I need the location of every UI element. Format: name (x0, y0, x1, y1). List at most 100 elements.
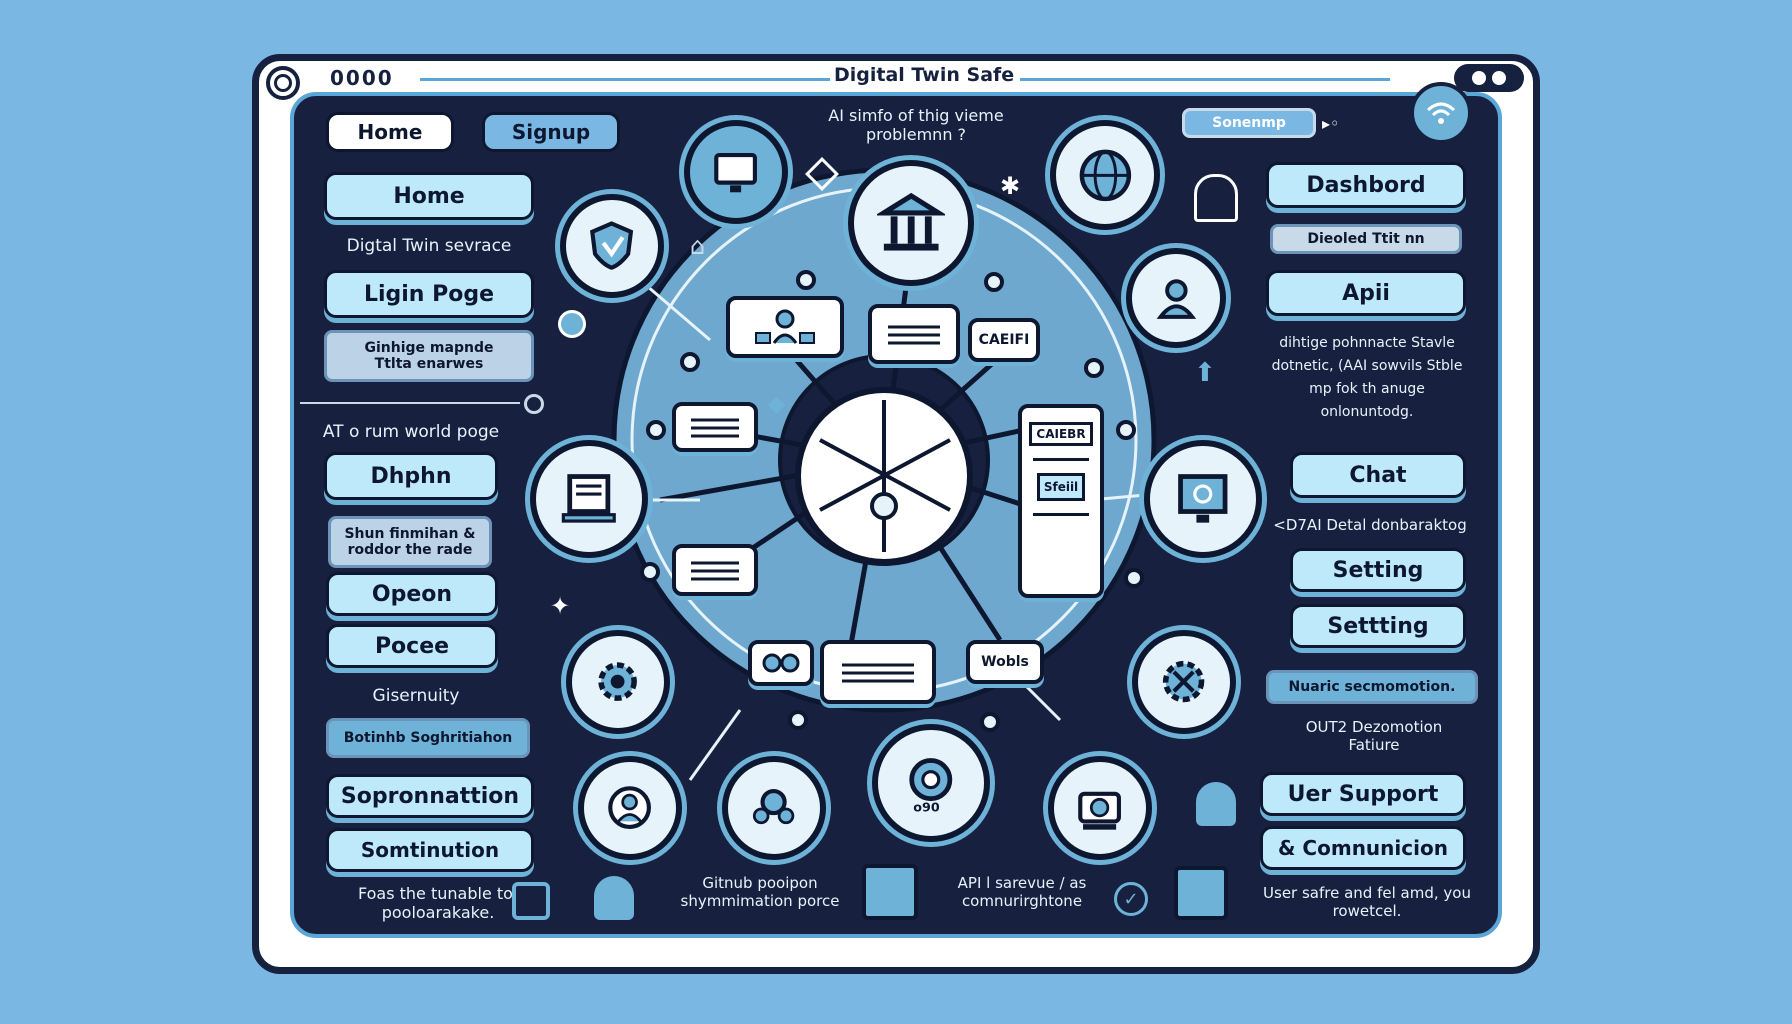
toggle-card[interactable] (748, 640, 814, 686)
right-nav-communication[interactable]: & Comnunicion (1260, 826, 1466, 870)
gear-node-left[interactable] (566, 630, 670, 734)
user-safe-caption: User safre and fel amd, you rowetcel. (1263, 884, 1471, 920)
globe-node[interactable] (1050, 120, 1160, 230)
monitor-node-top[interactable] (684, 120, 788, 224)
giseruity-caption: Gisernuity (372, 686, 460, 706)
image-icon[interactable] (862, 864, 918, 920)
right-nav-dashboard[interactable]: Dashbord (1266, 162, 1466, 208)
monitor-icon (714, 153, 758, 193)
d7ai-caption: <D7AI Detal donbaraktog (1273, 516, 1467, 534)
play-icon[interactable]: ▸◦ (1322, 114, 1340, 133)
person-node-bottom-left[interactable] (578, 756, 682, 860)
atlas-caption: AT o rum world poge (322, 422, 500, 442)
left-nav-login-page[interactable]: Ligin Poge (324, 270, 534, 318)
ring-node[interactable] (1116, 420, 1136, 440)
bell-icon: ⌂ (690, 232, 706, 260)
download-icon (558, 310, 586, 338)
left-nav-somtinution[interactable]: Somtinution (326, 828, 534, 872)
shield-node[interactable] (560, 194, 664, 298)
wifi-icon[interactable] (1410, 82, 1472, 144)
laptop-icon (561, 474, 617, 523)
titlebar-rule-right (1020, 78, 1390, 81)
ring-node[interactable] (788, 710, 808, 730)
ring-node[interactable] (1084, 358, 1104, 378)
compass-node-bottom[interactable]: o90 (872, 724, 990, 842)
right-nav-chat[interactable]: Chat (1290, 452, 1466, 498)
right-nav-settting[interactable]: Settting (1290, 604, 1466, 648)
left-nav-opeon[interactable]: Opeon (326, 572, 498, 616)
tools-icon (1163, 661, 1205, 703)
ring-node[interactable] (796, 270, 816, 290)
header-badge[interactable]: Sonenmp (1182, 108, 1316, 138)
left-nav-pocee[interactable]: Pocee (326, 624, 498, 668)
shield-icon (590, 221, 634, 271)
right-nav-setting[interactable]: Setting (1290, 548, 1466, 592)
dieded-caption: Dieoled Ttit nn (1270, 224, 1462, 254)
user-node-right[interactable] (1126, 248, 1226, 348)
ring-node[interactable] (680, 352, 700, 372)
window-title: Digital Twin Safe (834, 64, 1015, 86)
list-card-left-lower[interactable] (672, 544, 758, 596)
gear-icon (598, 662, 638, 702)
bank-icon (876, 192, 946, 251)
ring-node[interactable] (984, 272, 1004, 292)
ring-node[interactable] (1124, 568, 1144, 588)
spark-icon: ✱ (1000, 172, 1021, 200)
nuaric-box[interactable]: Nuaric secmomotion. (1266, 670, 1478, 704)
caeifi-card[interactable]: CAEIFI (968, 318, 1040, 362)
message-card[interactable] (868, 304, 960, 364)
titlebar-rule-left (420, 78, 830, 81)
ring-node[interactable] (640, 562, 660, 582)
window-dots: 0000 (330, 66, 394, 90)
foss-caption: Foas the tunable to, pooloarakake. (357, 884, 519, 922)
wobls-card[interactable]: Wobls (966, 640, 1044, 684)
monitor-node-right[interactable] (1144, 440, 1262, 558)
out2-caption: OUT2 Dezomotion Fatiure (1305, 718, 1443, 754)
tools-node-right[interactable] (1132, 630, 1236, 734)
check-icon[interactable]: ✓ (1114, 882, 1148, 916)
github-caption: Gitnub pooipon shymmimation porce (680, 874, 840, 910)
right-nav-user-support[interactable]: Uer Support (1260, 772, 1466, 816)
person-icon (608, 786, 652, 830)
camera-icon (1078, 792, 1122, 831)
radio-icon[interactable] (524, 394, 544, 414)
svg-text:o90: o90 (914, 800, 941, 815)
api-service-caption: API l sarevue / as comnurirghtone (957, 874, 1087, 910)
right-nav-api[interactable]: Apii (1266, 270, 1466, 316)
left-nav-dhphn[interactable]: Dhphn (324, 452, 498, 500)
profile-icon (1194, 174, 1238, 222)
star-icon: ✦ (550, 592, 571, 620)
printer-icon[interactable] (1174, 866, 1228, 920)
frame-icon[interactable] (512, 882, 550, 920)
caiebr-document[interactable]: CAIEBR Sfeiil (1018, 404, 1104, 598)
users-icon (755, 309, 815, 344)
person-silhouette-icon (594, 876, 634, 920)
tab-signup[interactable]: Signup (482, 112, 620, 152)
tab-home[interactable]: Home (326, 112, 454, 152)
shun-box[interactable]: Shun finmihan & roddor the rade (328, 516, 492, 568)
ring-node[interactable] (646, 420, 666, 440)
ring-node[interactable] (980, 712, 1000, 732)
user-card[interactable] (726, 296, 844, 358)
list-card-left[interactable] (672, 402, 758, 452)
window-menu-icon[interactable] (266, 66, 300, 100)
globe-icon (1079, 149, 1131, 201)
person-silhouette-icon-right (1196, 782, 1236, 826)
group-node-bottom[interactable] (722, 756, 826, 860)
digital-twin-service-caption: Digtal Twin sevrace (346, 236, 512, 256)
github-mapnode-box[interactable]: Ginhige mapnde Ttlta enarwes (324, 330, 534, 382)
caiebr-label: CAIEBR (1029, 422, 1093, 446)
camera-node-bottom-right[interactable] (1048, 756, 1152, 860)
bank-node[interactable] (848, 160, 974, 286)
left-nav-home[interactable]: Home (324, 172, 534, 220)
group-icon (753, 789, 795, 825)
compass-icon: o90 (909, 758, 953, 815)
window-controls[interactable] (1454, 64, 1524, 92)
pin-icon: ◆ (768, 392, 785, 417)
user-icon (1156, 278, 1196, 319)
left-nav-sopronnattion[interactable]: Sopronnattion (326, 774, 534, 818)
desktop-icon (1178, 474, 1228, 523)
list-card-bottom[interactable] (820, 640, 936, 704)
laptop-node-left[interactable] (530, 440, 648, 558)
botinhb-box[interactable]: Botinhb Soghritiahon (326, 718, 530, 758)
